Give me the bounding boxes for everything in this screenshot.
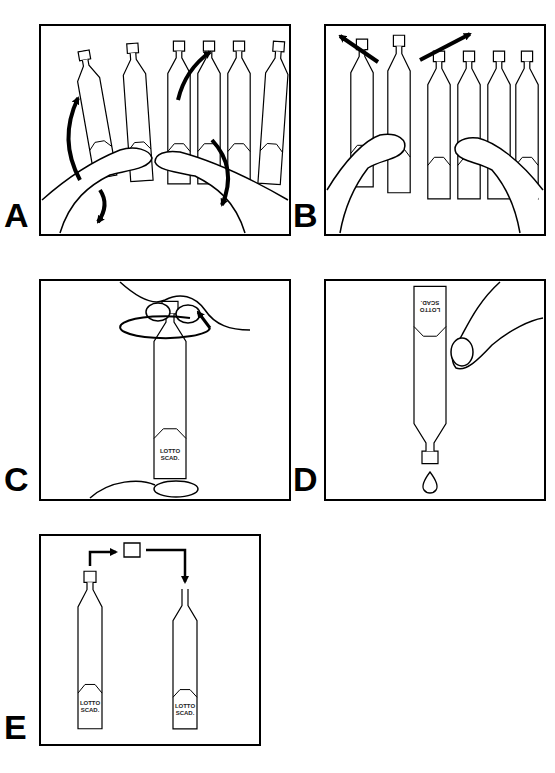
- panel-letter: B: [293, 198, 318, 232]
- panel-letter: E: [4, 710, 27, 744]
- vial-print: LOTTO SCAD.: [76, 700, 104, 713]
- panel-letter: C: [4, 462, 29, 496]
- panel-letter: D: [293, 462, 318, 496]
- vial-print: LOTTO SCAD.: [412, 300, 448, 313]
- panel-letter: A: [4, 198, 29, 232]
- vial-print: LOTTO SCAD.: [152, 448, 188, 461]
- vial-print: LOTTO SCAD.: [171, 703, 199, 716]
